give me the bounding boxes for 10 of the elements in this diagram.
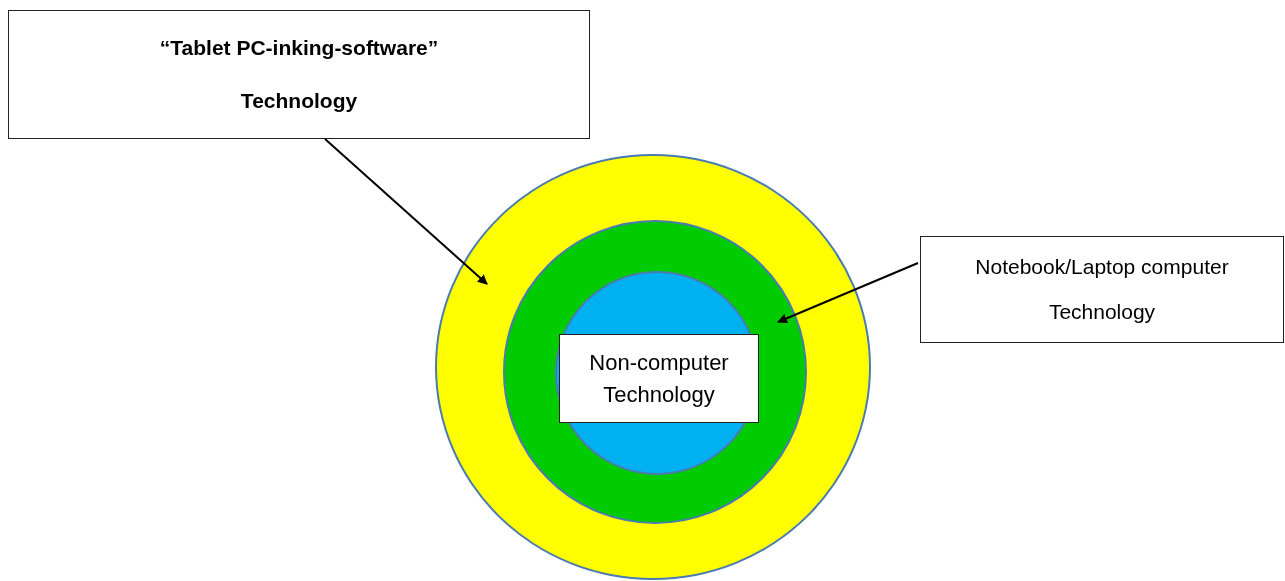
label-box [559, 334, 759, 423]
box-text: Technology [1048, 298, 1156, 325]
box-text: Non-computer Technology [588, 348, 730, 409]
arrow [324, 138, 488, 285]
callout-box [920, 236, 1284, 343]
arrow [777, 262, 919, 324]
box-heading: “Tablet PC-inking-software” [159, 35, 439, 62]
callout-box [8, 10, 590, 139]
box-text: Technology [240, 87, 358, 114]
box-heading: Notebook/Laptop computer [975, 253, 1229, 280]
